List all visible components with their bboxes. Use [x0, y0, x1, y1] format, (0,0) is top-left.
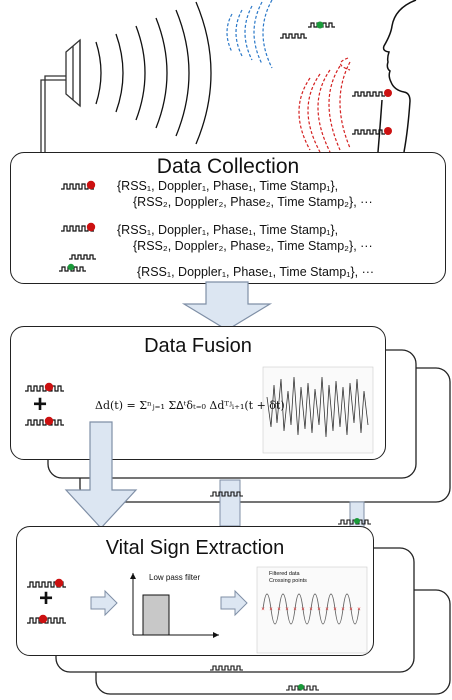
svg-text:×: ×	[261, 607, 265, 613]
low-pass-filter-label: Low pass filter	[149, 573, 201, 582]
collection-row-3-line-1: {RSS₁, Doppler₁, Phase₁, Time Stamp₁}, ·…	[137, 265, 375, 279]
collection-tag-icons	[59, 180, 96, 272]
antenna-waves	[95, 1, 212, 145]
svg-text:×: ×	[325, 607, 329, 613]
vital-sign-extraction-title: Vital Sign Extraction	[105, 537, 285, 559]
green-tag-dot	[67, 263, 75, 271]
red-tag-dot	[86, 222, 96, 232]
data-fusion-card: Data Fusion + Δd(t) = Σⁿⱼ₌₁ Σᐃᵗδₜ₌₀ Δdᵀʲ…	[10, 326, 386, 460]
small-arrow-2	[220, 589, 248, 617]
small-arrow-1	[90, 589, 118, 617]
svg-text:×: ×	[357, 607, 361, 613]
collection-row-2-line-1: {RSS₁, Doppler₁, Phase₁, Time Stamp₁},	[117, 223, 339, 237]
data-collection-card: Data Collection {RSS₁, Doppler₁, Phase₁,…	[10, 152, 446, 284]
tag-icons-shadows	[210, 491, 371, 691]
plot-legend-crossing: Crossing points	[269, 578, 307, 584]
blue-signal-waves	[226, 0, 273, 69]
svg-text:×: ×	[341, 607, 345, 613]
extraction-plus-sign: +	[39, 585, 54, 612]
filtered-data-plot: × × × × × × × × × × × × ×	[256, 566, 368, 654]
svg-text:×: ×	[301, 607, 305, 613]
collection-row-1-line-1: {RSS₁, Doppler₁, Phase₁, Time Stamp₁},	[117, 179, 339, 193]
svg-text:×: ×	[277, 607, 281, 613]
tag-icons-top	[280, 21, 392, 135]
collection-row-1-line-2: {RSS₂, Doppler₂, Phase₂, Time Stamp₂}, ·…	[133, 195, 373, 209]
svg-text:×: ×	[317, 607, 321, 613]
svg-text:×: ×	[285, 607, 289, 613]
svg-text:×: ×	[309, 607, 313, 613]
fusion-plus-sign: +	[33, 391, 48, 418]
data-fusion-title: Data Fusion	[144, 335, 252, 357]
vital-sign-extraction-card: Vital Sign Extraction × × × × × × × × × ×	[16, 526, 374, 656]
waveform-trace	[266, 376, 369, 438]
collection-row-2-line-2: {RSS₂, Doppler₂, Phase₂, Time Stamp₂}, ·…	[133, 239, 373, 253]
antenna-icon	[40, 38, 81, 152]
person-profile-icon	[377, 0, 417, 153]
red-signal-waves	[298, 57, 351, 153]
fusion-formula: Δd(t) = Σⁿⱼ₌₁ Σᐃᵗδₜ₌₀ Δdᵀʲᵢ₊₁(t + δt)	[95, 399, 285, 412]
red-tag-dot	[86, 180, 96, 190]
fusion-content-graphics	[25, 366, 374, 454]
plot-legend-filtered: Filtered data	[269, 571, 300, 577]
svg-text:×: ×	[349, 607, 353, 613]
svg-text:×: ×	[333, 607, 337, 613]
extraction-content-graphics: × × × × × × × × × × × × ×	[27, 566, 368, 654]
data-collection-title: Data Collection	[156, 155, 300, 178]
low-pass-filter-graph	[130, 573, 219, 638]
svg-text:×: ×	[269, 607, 273, 613]
svg-text:×: ×	[293, 607, 297, 613]
